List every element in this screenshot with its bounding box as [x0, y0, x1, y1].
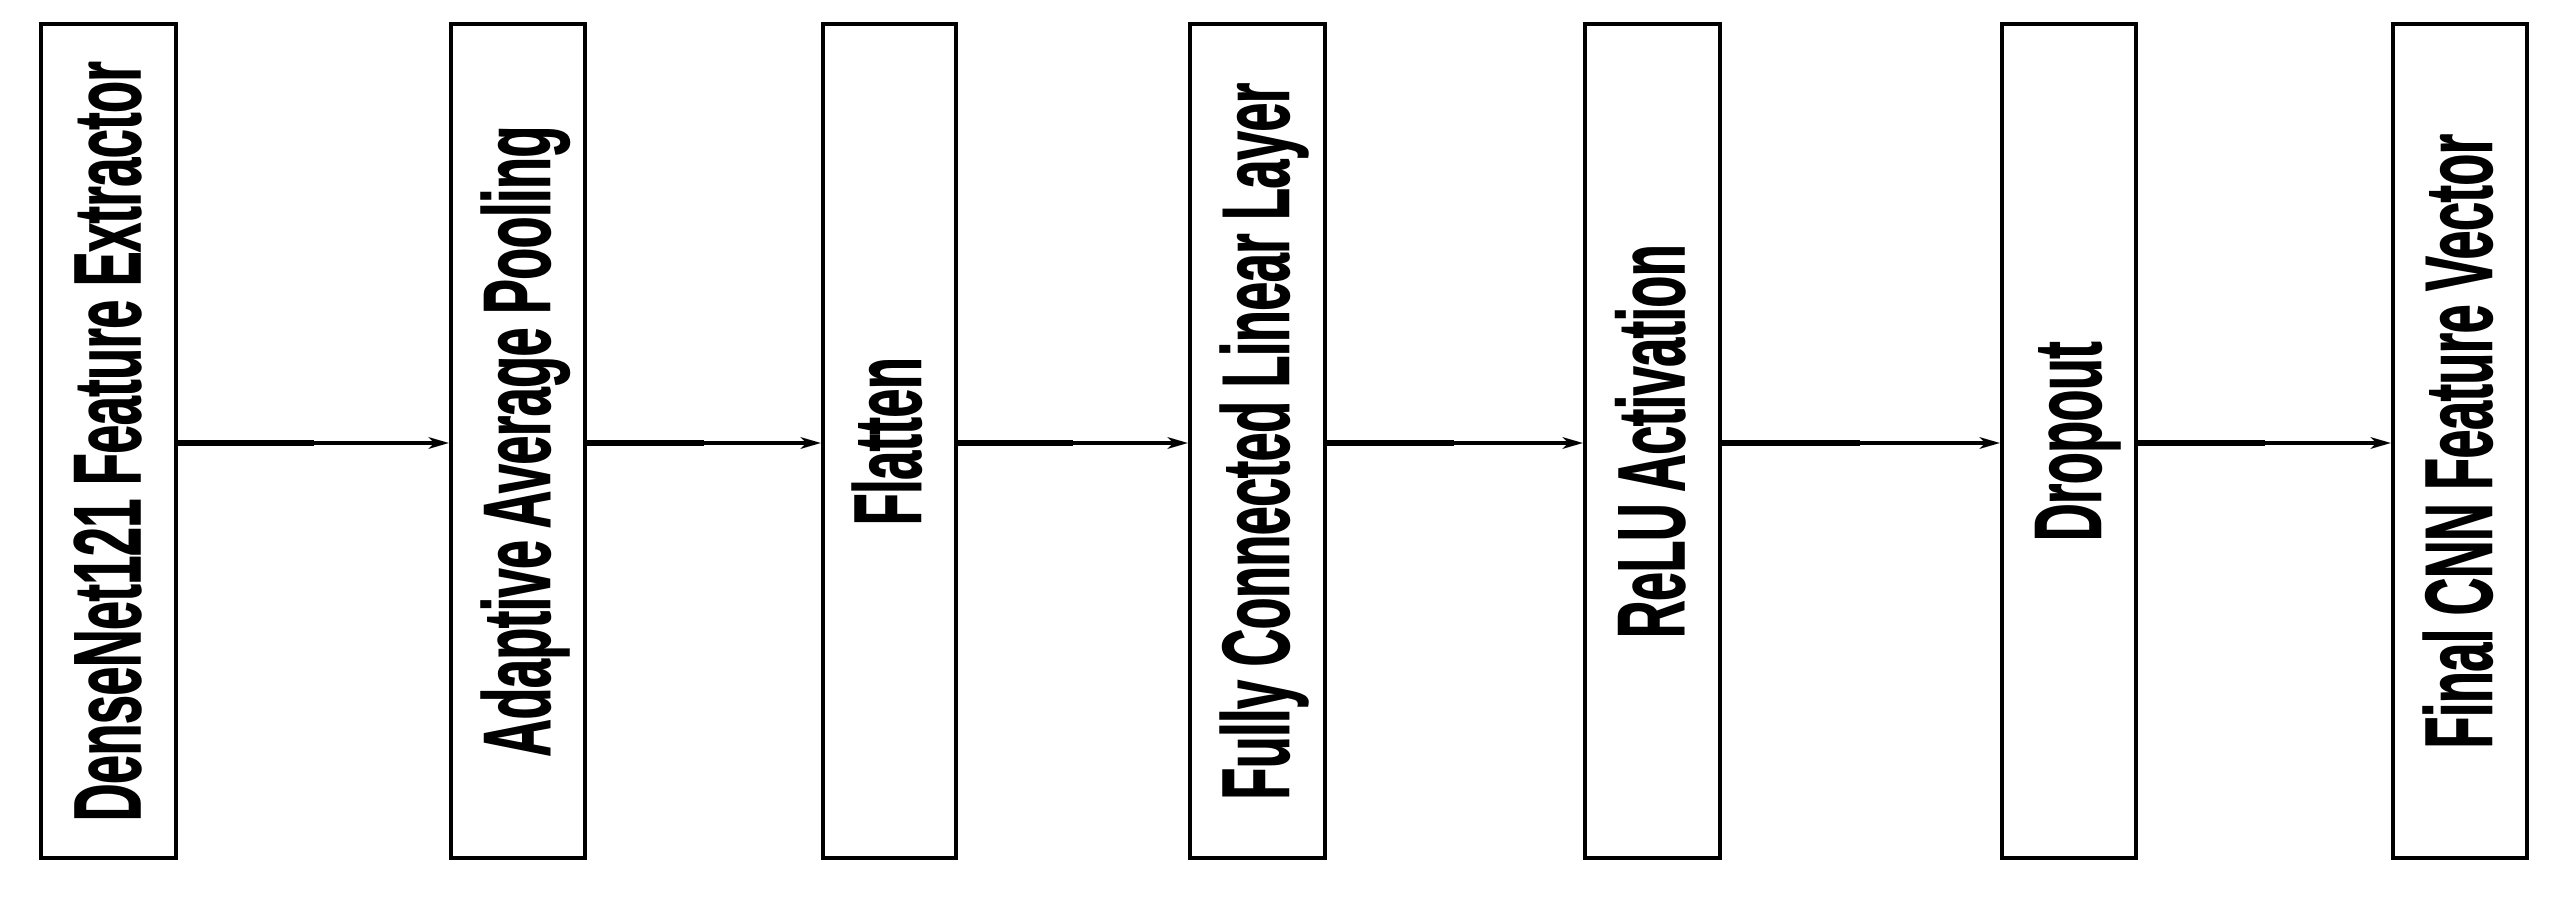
flow-node-final-cnn-feature-vector: Final CNN Feature Vector	[2391, 22, 2529, 860]
flow-node-dropout: Dropout	[2000, 22, 2138, 860]
arrow-shaft-thick	[1720, 440, 1860, 446]
node-label: Adaptive Average Pooling	[464, 125, 571, 757]
node-label: Dropout	[2015, 341, 2122, 541]
flow-node-relu-activation: ReLU Activation	[1583, 22, 1722, 860]
arrow-shaft-thick	[178, 440, 314, 446]
flow-node-adaptive-average-pooling: Adaptive Average Pooling	[449, 22, 587, 860]
arrow-shaft-thick	[587, 440, 704, 446]
node-label: ReLU Activation	[1598, 244, 1705, 638]
arrow-shaft-thick	[957, 440, 1073, 446]
node-label: Fully Connected Linear Layer	[1203, 82, 1311, 800]
node-label: DenseNet121 Feature Extractor	[54, 61, 162, 822]
node-label: Final CNN Feature Vector	[2406, 133, 2513, 748]
arrow-shaft-thick	[1325, 440, 1454, 446]
flow-node-densenet121-feature-extractor: DenseNet121 Feature Extractor	[39, 22, 178, 860]
arrow-shaft-thick	[2138, 440, 2265, 446]
node-label: Flatten	[835, 357, 942, 526]
flow-node-flatten: Flatten	[821, 22, 958, 860]
flow-node-fully-connected-linear-layer: Fully Connected Linear Layer	[1188, 22, 1327, 860]
